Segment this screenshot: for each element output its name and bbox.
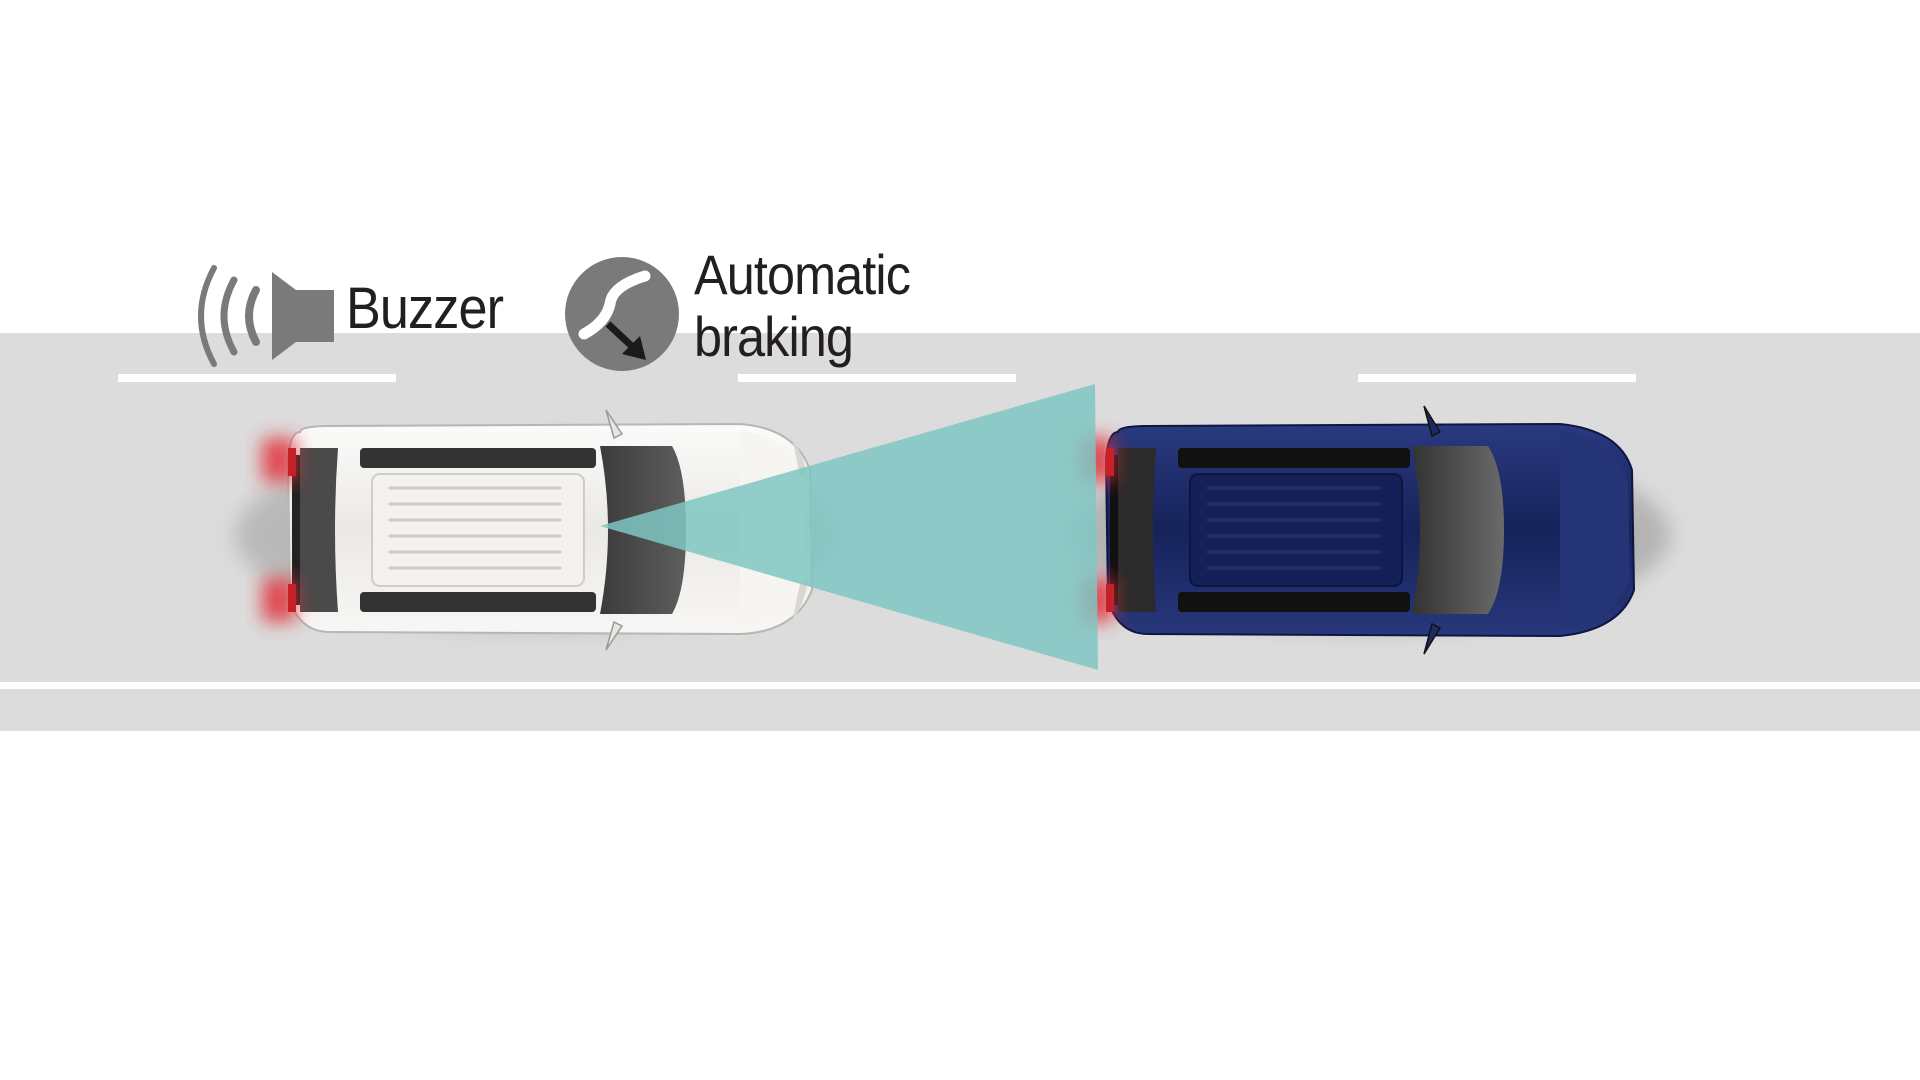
lane-dash-3 xyxy=(1358,374,1636,382)
road-shoulder-line xyxy=(0,682,1920,689)
lane-dash-1 xyxy=(118,374,396,382)
buzzer-label: Buzzer xyxy=(346,276,504,341)
ego-vehicle xyxy=(235,409,835,651)
lane-dash-2 xyxy=(738,374,1016,382)
automatic-braking-label: Automatic braking xyxy=(694,243,911,368)
speaker-sound-waves-icon xyxy=(198,265,334,367)
brake-pedal-arrow-icon xyxy=(565,257,679,371)
lead-vehicle xyxy=(1070,405,1670,655)
automatic-braking-label-line1: Automatic xyxy=(694,243,911,306)
sensor-beam xyxy=(600,384,1098,670)
automatic-braking-label-line2: braking xyxy=(694,305,854,368)
